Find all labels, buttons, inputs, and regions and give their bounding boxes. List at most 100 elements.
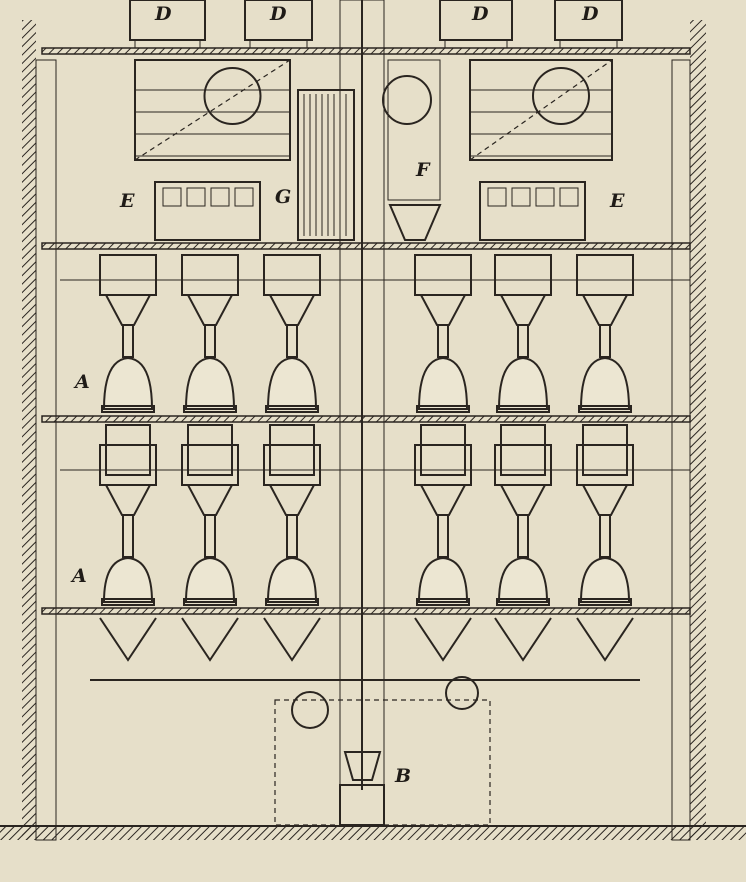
floors [41, 47, 691, 615]
vessel-hopper [581, 294, 629, 326]
pulley-wheel [203, 67, 262, 125]
discharge-chute [576, 617, 634, 662]
vessel-base [101, 405, 155, 413]
vessel-base [265, 405, 319, 413]
vessel-hopper [499, 294, 547, 326]
vessel-hopper [268, 294, 316, 326]
discharge-chute [181, 617, 239, 662]
label-d4: D [581, 3, 599, 25]
vessel-neck [599, 514, 611, 558]
box-e-cell [234, 187, 254, 207]
vessel-base [416, 405, 470, 413]
ground [0, 826, 746, 840]
floor-slab [41, 47, 691, 55]
pulley-wheel [445, 676, 479, 710]
vessel-base [183, 405, 237, 413]
vessel-frame [414, 254, 472, 296]
discharge-chute [494, 617, 552, 662]
box-e-cell [535, 187, 555, 207]
label-e-right: E [609, 190, 625, 212]
vessel-hopper [104, 294, 152, 326]
discharge-chute [263, 617, 321, 662]
vessel-support [187, 424, 233, 476]
vessel-a [579, 356, 631, 410]
vessel-hopper [186, 484, 234, 516]
vessel-base [578, 598, 632, 606]
vessel-a [102, 556, 154, 603]
box-e-cell [186, 187, 206, 207]
vessel-neck [517, 514, 529, 558]
vessel-neck [437, 514, 449, 558]
vessel-support [420, 424, 466, 476]
floor-slab [41, 607, 691, 615]
unit-f [387, 59, 441, 201]
vessel-a [579, 556, 631, 603]
vessel-a [497, 356, 549, 410]
foundation-outline [274, 699, 491, 826]
floor-slab [41, 242, 691, 250]
bin-d-base [249, 39, 308, 49]
vessel-base [416, 598, 470, 606]
vessel-hopper [268, 484, 316, 516]
sifter-frame [469, 59, 613, 161]
vessel-frame [576, 254, 634, 296]
vessel-base [578, 405, 632, 413]
vessel-support [500, 424, 546, 476]
pulley-wheel [382, 75, 432, 125]
vessel-support [269, 424, 315, 476]
pulley-wheel [291, 691, 329, 729]
box-e-cell [511, 187, 531, 207]
vessel-frame [494, 254, 552, 296]
belt [469, 59, 613, 161]
box-e [479, 181, 586, 241]
vessel-neck [204, 514, 216, 558]
heater-g [297, 89, 355, 241]
label-g: G [275, 186, 291, 208]
building-structure [0, 20, 746, 841]
vessel-a [497, 556, 549, 603]
vessel-a [266, 356, 318, 410]
vessel-frame [181, 254, 239, 296]
bin-d-base [444, 39, 508, 49]
vessel-hopper [186, 294, 234, 326]
vessel-frame [263, 254, 321, 296]
vessel-hopper [419, 484, 467, 516]
bin-d-base [559, 39, 618, 49]
label-a-upper: A [73, 371, 90, 393]
vessel-support [105, 424, 151, 476]
vessel-frame [414, 444, 472, 486]
vessel-neck [122, 324, 134, 358]
vessel-base [265, 598, 319, 606]
vessel-neck [599, 324, 611, 358]
belt [134, 59, 291, 161]
label-d2: D [269, 3, 287, 25]
vessel-support [582, 424, 628, 476]
vessel-frame [576, 444, 634, 486]
vessel-a [184, 356, 236, 410]
vessel-frame [263, 444, 321, 486]
machinery [60, 0, 690, 827]
discharge-chute [99, 617, 157, 662]
vessel-hopper [104, 484, 152, 516]
box-e-cell [487, 187, 507, 207]
floor-slab [41, 415, 691, 423]
box-e [154, 181, 261, 241]
vessel-base [496, 598, 550, 606]
vessel-neck [204, 324, 216, 358]
label-b: B [394, 765, 411, 787]
vessel-neck [286, 324, 298, 358]
bin-d-base [134, 39, 201, 49]
vessel-frame [99, 444, 157, 486]
right-wall-inner [671, 59, 691, 841]
vessel-hopper [419, 294, 467, 326]
left-wall-inner [35, 59, 57, 841]
label-a-lower: A [70, 565, 87, 587]
box-e-cell [162, 187, 182, 207]
label-d3: D [471, 3, 489, 25]
vessel-a [102, 356, 154, 410]
right-wall [690, 20, 706, 840]
vessel-a [184, 556, 236, 603]
vessel-frame [99, 254, 157, 296]
